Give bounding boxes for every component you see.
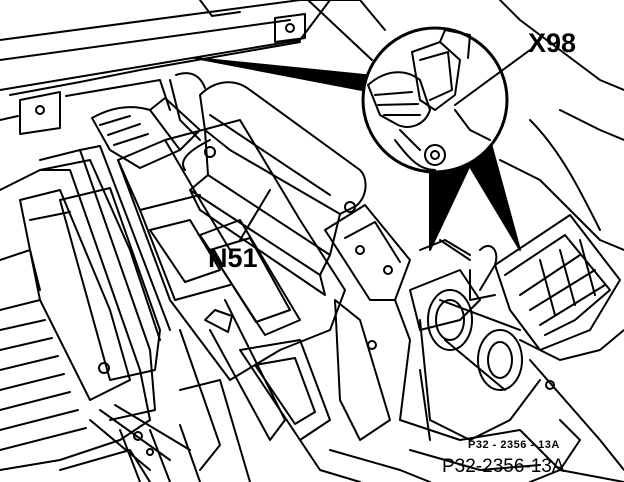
x98-magnifier — [194, 26, 521, 251]
bolt-head — [204, 146, 216, 158]
lower-right-frame — [329, 369, 624, 482]
air-filter-housing — [0, 159, 161, 482]
grille-box — [494, 214, 624, 482]
ecu-housing — [117, 119, 361, 482]
bolt-head — [383, 265, 393, 275]
bolt-hole — [285, 23, 295, 33]
ref-code-caption: P32-2356-13A — [442, 456, 565, 477]
duct-hose — [91, 97, 201, 169]
x98-leader — [454, 49, 531, 106]
n51-label: N51 — [208, 243, 258, 273]
left-module — [39, 145, 201, 482]
magnifier-circle — [361, 26, 509, 174]
bulkhead-panel — [0, 0, 386, 135]
ref-code-small: P32 - 2356 - 13A — [468, 439, 560, 451]
bolt-head — [344, 201, 356, 213]
hose-clamp-assembly — [409, 239, 541, 441]
bolt-head — [98, 362, 110, 374]
bolt-hole — [35, 105, 45, 115]
upper-right-structure — [499, 0, 624, 251]
bolt-head — [367, 340, 377, 350]
n51-leader — [239, 189, 271, 241]
n51-control-unit — [169, 72, 411, 441]
x98-label: X98 — [528, 28, 576, 58]
leader-lines — [239, 49, 531, 241]
bolt-head — [355, 245, 365, 255]
labels: X98 N51 P32 - 2356 - 13A P32-2356-13A — [208, 28, 576, 477]
